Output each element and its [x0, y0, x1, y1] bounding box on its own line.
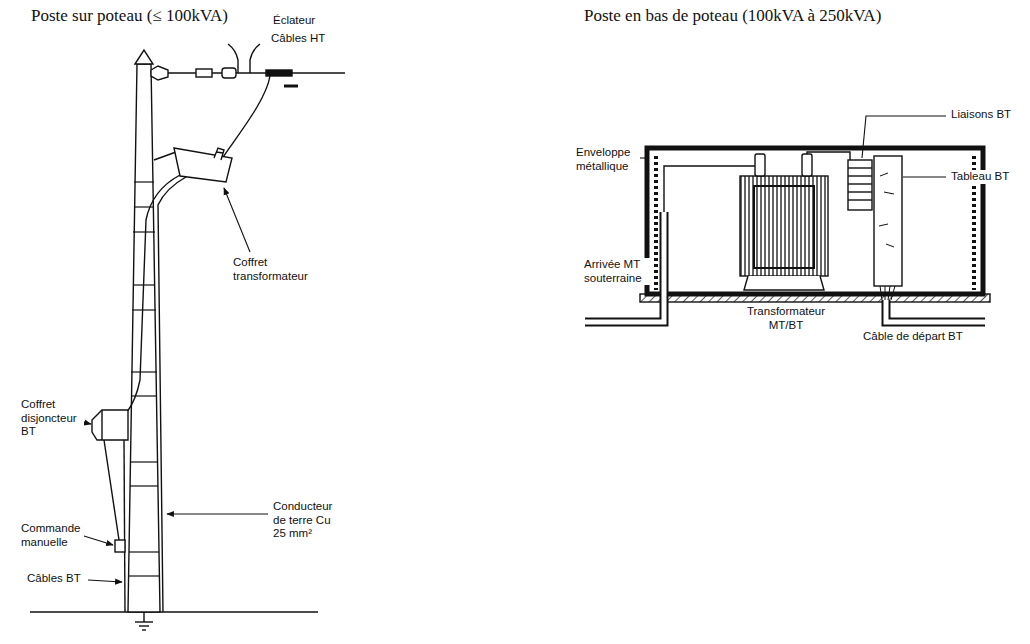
- part-label: Arrivée MT souterraine: [583, 258, 651, 285]
- ground-line: [30, 611, 318, 613]
- heading: Poste sur poteau (≤ 100kVA): [30, 6, 229, 26]
- lv-board-detail: [879, 173, 894, 247]
- pole-bands: [130, 485, 158, 486]
- insulator: [151, 66, 168, 80]
- part-label: Coffret transformateur: [232, 256, 319, 283]
- control-rod: [104, 440, 119, 540]
- breaker-box: [92, 410, 128, 440]
- bt-link-bars: [848, 168, 872, 200]
- bt-cable: [127, 175, 180, 412]
- control-handle: [115, 540, 125, 552]
- pole-bands: [133, 231, 155, 232]
- ht-cable: [266, 70, 292, 76]
- heading: Poste en bas de poteau (100kVA à 250kVA): [583, 6, 882, 26]
- bt-link: [807, 152, 850, 160]
- bt-link-bars: [848, 167, 872, 168]
- leader-line: [88, 580, 122, 582]
- part-label: Éclateur: [272, 14, 316, 28]
- pole-bands: [129, 575, 159, 576]
- part-label: Liaisons BT: [950, 108, 1012, 122]
- transformer-feet: [744, 276, 824, 290]
- ht-cable: [284, 85, 298, 88]
- spark-gap: [228, 44, 238, 73]
- pole-bands: [130, 461, 158, 462]
- leader-line: [862, 116, 946, 158]
- earth-symbol: [143, 612, 144, 622]
- enclosure-texture: [654, 156, 658, 290]
- bushing: [802, 154, 812, 176]
- part-label: Câbles HT: [270, 32, 326, 46]
- pole-bands: [129, 182, 159, 576]
- part-label: Conducteur de terre Cu 25 mm²: [272, 500, 334, 541]
- earth-symbol: [135, 621, 153, 622]
- drop-wire: [221, 76, 270, 160]
- part-label: Câble de départ BT: [862, 330, 964, 344]
- pole-bands: [132, 309, 156, 310]
- clamp: [222, 68, 236, 78]
- bracket: [154, 152, 176, 160]
- part-label: Tableau BT: [950, 170, 1010, 184]
- leader-line: [224, 188, 250, 252]
- bt-links: [848, 160, 872, 210]
- part-label: Enveloppe métallique: [575, 146, 639, 173]
- pole: [128, 64, 160, 612]
- clamp: [196, 69, 212, 77]
- earth-symbol: [139, 625, 149, 626]
- pole-bands: [131, 371, 157, 372]
- part-label: Câbles BT: [26, 572, 82, 586]
- ground-substation: [585, 116, 990, 322]
- transformer-core: [754, 186, 814, 268]
- part-label: Commande manuelle: [20, 522, 84, 549]
- leader-line: [640, 157, 648, 158]
- ht-line: [168, 72, 345, 73]
- pole-bands: [129, 551, 159, 552]
- transformer-bushing: [214, 148, 224, 160]
- bt-link-bars: [848, 199, 872, 200]
- ground-substation: [886, 300, 985, 322]
- transformer-tank: [740, 176, 828, 276]
- earth-symbol: [142, 629, 146, 630]
- part-label: Transformateur MT/BT: [735, 305, 837, 332]
- lv-board: [874, 156, 902, 286]
- leader-line: [82, 188, 268, 582]
- leader-line: [640, 116, 946, 177]
- leader-line: [903, 176, 946, 177]
- bt-link-bars: [848, 175, 872, 176]
- pole-cap: [135, 50, 153, 64]
- metal-enclosure: [647, 148, 983, 294]
- leader-line: [167, 513, 268, 514]
- spark-gap: [250, 44, 260, 73]
- bt-wires: [880, 286, 895, 300]
- part-label: Coffret disjoncteur BT: [20, 398, 84, 439]
- earth-symbol: [135, 612, 153, 630]
- transformer-box: [174, 148, 232, 182]
- pole-substation: [101, 410, 102, 440]
- bt-cable: [124, 440, 125, 612]
- pole-substation: [216, 152, 223, 153]
- earth-conductor: [158, 177, 186, 612]
- pole-bands: [134, 206, 154, 207]
- leader-line: [84, 536, 113, 545]
- bushing: [755, 154, 765, 176]
- bt-link-bars: [848, 183, 872, 184]
- pole-bands: [134, 181, 154, 182]
- bt-departure-cable: [886, 300, 985, 322]
- bt-link-bars: [848, 191, 872, 192]
